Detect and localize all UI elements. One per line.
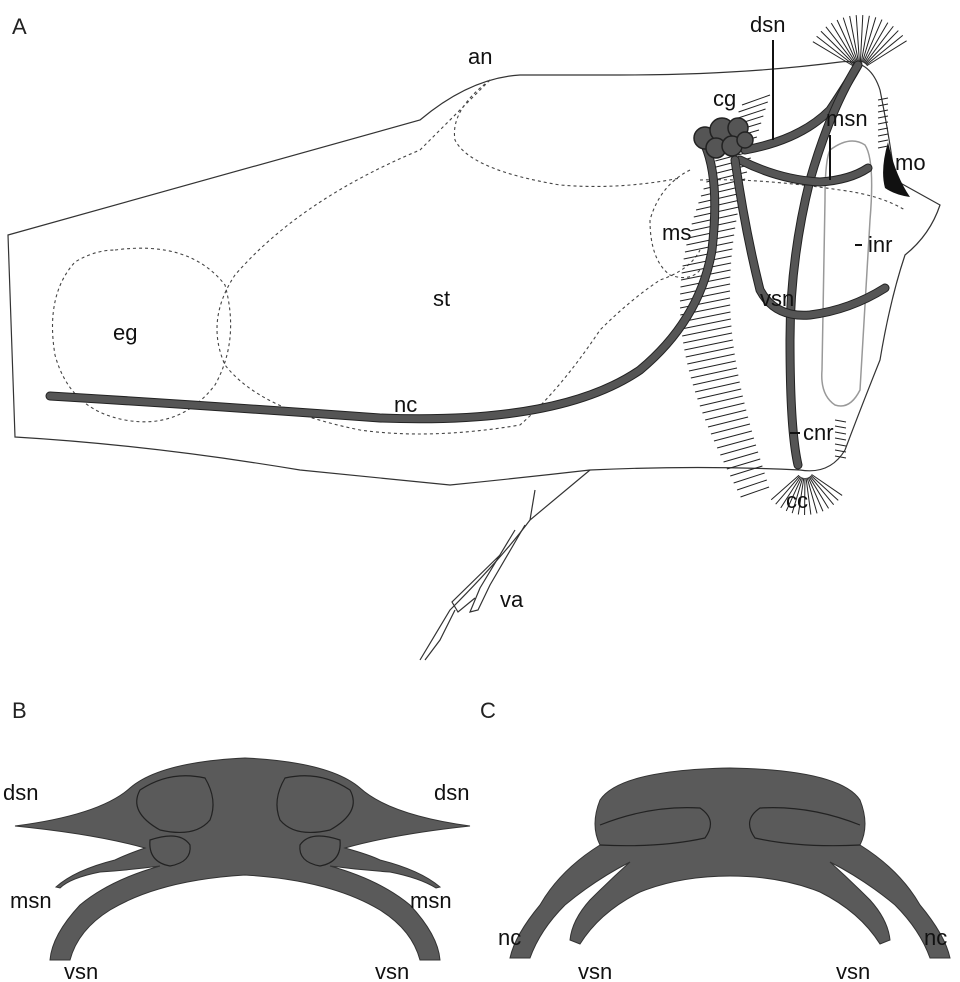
- label-c-vsn-right: vsn: [836, 959, 870, 982]
- panel-b: B dsn dsn msn msn vsn vsn: [3, 698, 470, 982]
- cilium: [720, 445, 756, 455]
- label-b-msn-left: msn: [10, 888, 52, 913]
- cilium: [835, 438, 846, 440]
- label-b-msn-right: msn: [410, 888, 452, 913]
- cilium: [835, 426, 846, 428]
- cilium: [714, 431, 752, 441]
- middle-sensory-nerve: [740, 160, 868, 182]
- cilium: [708, 417, 748, 427]
- cilium: [711, 424, 750, 434]
- label-st: st: [433, 286, 450, 311]
- cilium: [878, 98, 888, 100]
- stomach-outline-upper: [454, 80, 680, 186]
- label-nc: nc: [394, 392, 417, 417]
- label-cg: cg: [713, 86, 736, 111]
- cilium: [878, 128, 888, 130]
- label-cc: cc: [786, 488, 808, 513]
- label-vsn: vsn: [760, 286, 794, 311]
- cilium: [835, 444, 846, 446]
- panel-a-letter: A: [12, 14, 27, 39]
- cilium: [739, 102, 768, 112]
- cilium: [811, 475, 838, 500]
- ventral-appendage-outline: [420, 470, 590, 660]
- cilium: [741, 487, 770, 497]
- panel-a: A: [8, 12, 940, 660]
- panel-c: C nc nc vsn vsn: [480, 698, 950, 982]
- label-c-nc-right: nc: [924, 925, 947, 950]
- label-c-vsn-left: vsn: [578, 959, 612, 982]
- panel-c-ganglion-shape: [510, 768, 950, 958]
- cilium: [717, 438, 754, 448]
- cilium: [878, 116, 888, 118]
- cilium: [835, 420, 846, 422]
- cilium: [878, 140, 888, 142]
- label-eg: eg: [113, 320, 137, 345]
- panel-b-letter: B: [12, 698, 27, 723]
- label-b-vsn-left: vsn: [64, 959, 98, 982]
- label-cnr: cnr: [803, 420, 834, 445]
- label-inr: inr: [868, 232, 892, 257]
- label-va: va: [500, 587, 524, 612]
- cilium: [724, 452, 759, 462]
- label-b-dsn-left: dsn: [3, 780, 38, 805]
- label-an: an: [468, 44, 492, 69]
- label-msn: msn: [826, 106, 868, 131]
- cilium: [878, 110, 888, 112]
- label-mo: mo: [895, 150, 926, 175]
- cilium: [878, 134, 888, 136]
- label-b-dsn-right: dsn: [434, 780, 469, 805]
- panel-b-ganglion-shape: [15, 758, 470, 960]
- cilium: [835, 432, 846, 434]
- cilium: [863, 20, 882, 63]
- cilium: [742, 95, 770, 105]
- cilium: [737, 480, 767, 490]
- label-c-nc-left: nc: [498, 925, 521, 950]
- nerve-cord: [50, 145, 715, 419]
- panel-c-letter: C: [480, 698, 496, 723]
- cilium: [734, 473, 765, 483]
- cilium: [812, 475, 843, 496]
- cilium: [809, 477, 828, 509]
- label-ms: ms: [662, 220, 691, 245]
- nerve-cord-edge: [50, 145, 715, 419]
- label-dsn: dsn: [750, 12, 785, 37]
- label-b-vsn-right: vsn: [375, 959, 409, 982]
